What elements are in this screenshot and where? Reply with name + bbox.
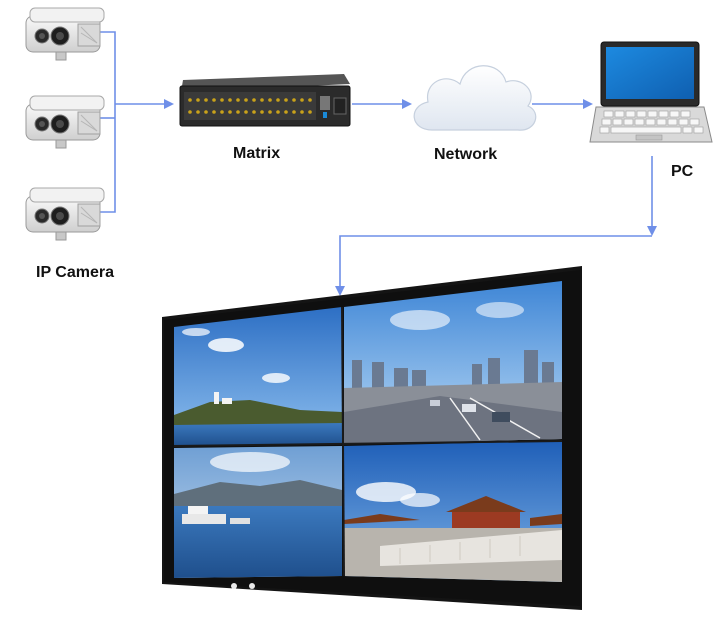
panel-lighthouse xyxy=(174,307,342,446)
panel-highway xyxy=(344,281,562,444)
matrix-label: Matrix xyxy=(233,145,281,162)
matrix-switch-icon xyxy=(179,74,351,127)
camera-icon xyxy=(25,187,105,241)
pc-label: PC xyxy=(671,163,694,180)
camera-icon xyxy=(25,7,105,61)
cloud-icon xyxy=(413,65,537,131)
camera-bus-connector xyxy=(98,31,116,213)
ip-camera-label: IP Camera xyxy=(36,264,114,281)
network-label: Network xyxy=(434,146,498,163)
panel-palace xyxy=(344,441,562,582)
edge-pc-video-wall-return xyxy=(335,235,652,296)
laptop-icon xyxy=(589,41,713,143)
panel-harbor xyxy=(174,446,342,578)
video-wall-monitor xyxy=(162,266,582,610)
camera-icon xyxy=(25,95,105,149)
